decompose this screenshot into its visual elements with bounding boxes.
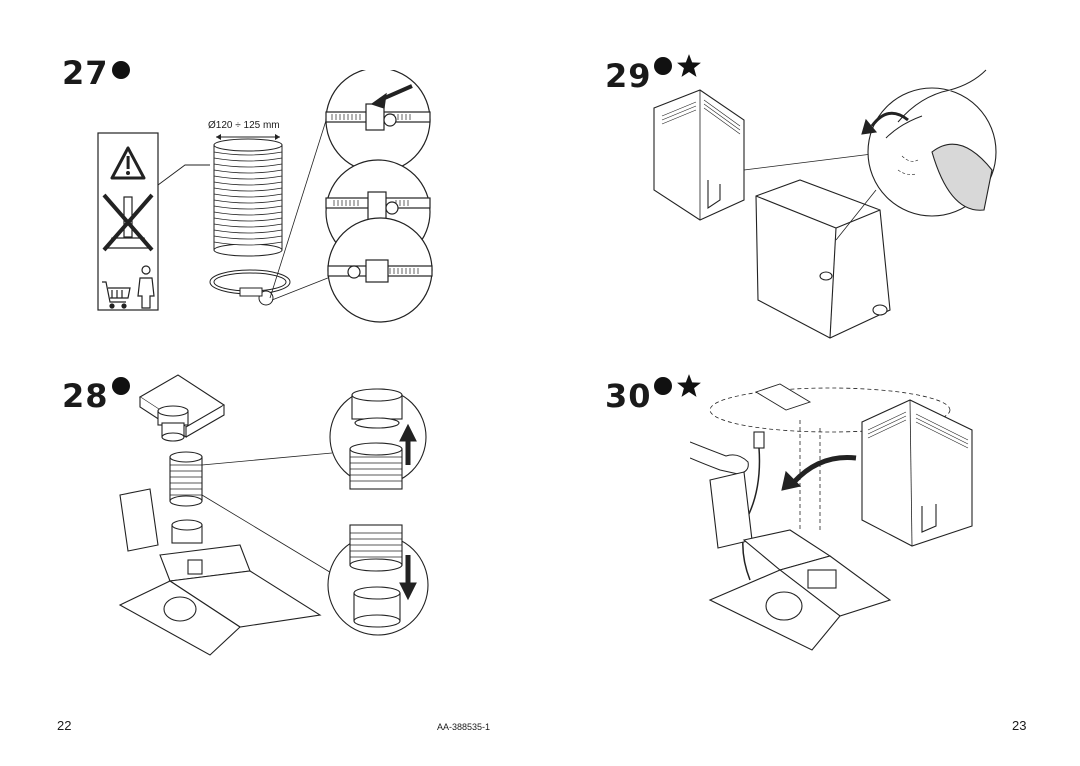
step-28-diagram: [118, 374, 429, 656]
star-icon: [677, 54, 701, 77]
dot-icon: [112, 377, 130, 395]
small-flex-duct: [169, 451, 203, 507]
dot-icon: [654, 57, 672, 75]
step-30-diagram: [690, 383, 973, 651]
chimney-cover: [653, 89, 745, 221]
dot-icon: [654, 377, 672, 395]
duct-diameter-label: Ø120 ÷ 125 mm: [208, 120, 280, 131]
hood-body: [708, 471, 892, 651]
shopping-cart-icon: [102, 281, 131, 309]
step-29-diagram: [653, 69, 997, 339]
page-number-left: 22: [57, 718, 72, 733]
step-29-number: 29: [605, 57, 652, 95]
hose-clamp: [209, 269, 291, 306]
clamp-detail-1: [325, 70, 431, 173]
star-icon: [677, 374, 701, 397]
chimney-cover: [861, 399, 973, 547]
hood-body: [118, 488, 322, 656]
dot-icon: [112, 61, 130, 79]
step-30-number: 30: [605, 377, 652, 415]
clamp-detail-3: [327, 217, 433, 323]
step-28-number: 28: [62, 377, 109, 415]
step-27-diagram: [97, 70, 433, 323]
document-code: AA-388535-1: [437, 722, 491, 732]
flex-duct: [213, 138, 283, 257]
cover-fold-detail: [861, 69, 997, 217]
warning-triangle-icon: [110, 146, 146, 180]
page-number-right: 23: [1012, 718, 1027, 733]
duct-connect-detail-top: [329, 388, 427, 490]
warning-panel: [97, 132, 159, 311]
no-hood-cross-icon: [102, 193, 154, 252]
hood-lower-cover: [755, 179, 891, 339]
ceiling-outline: [709, 387, 951, 530]
person-icon: [137, 265, 155, 309]
ceiling-bracket: [138, 374, 226, 442]
duct-connect-detail-bottom: [327, 524, 429, 636]
step-27-number: 27: [62, 54, 109, 92]
